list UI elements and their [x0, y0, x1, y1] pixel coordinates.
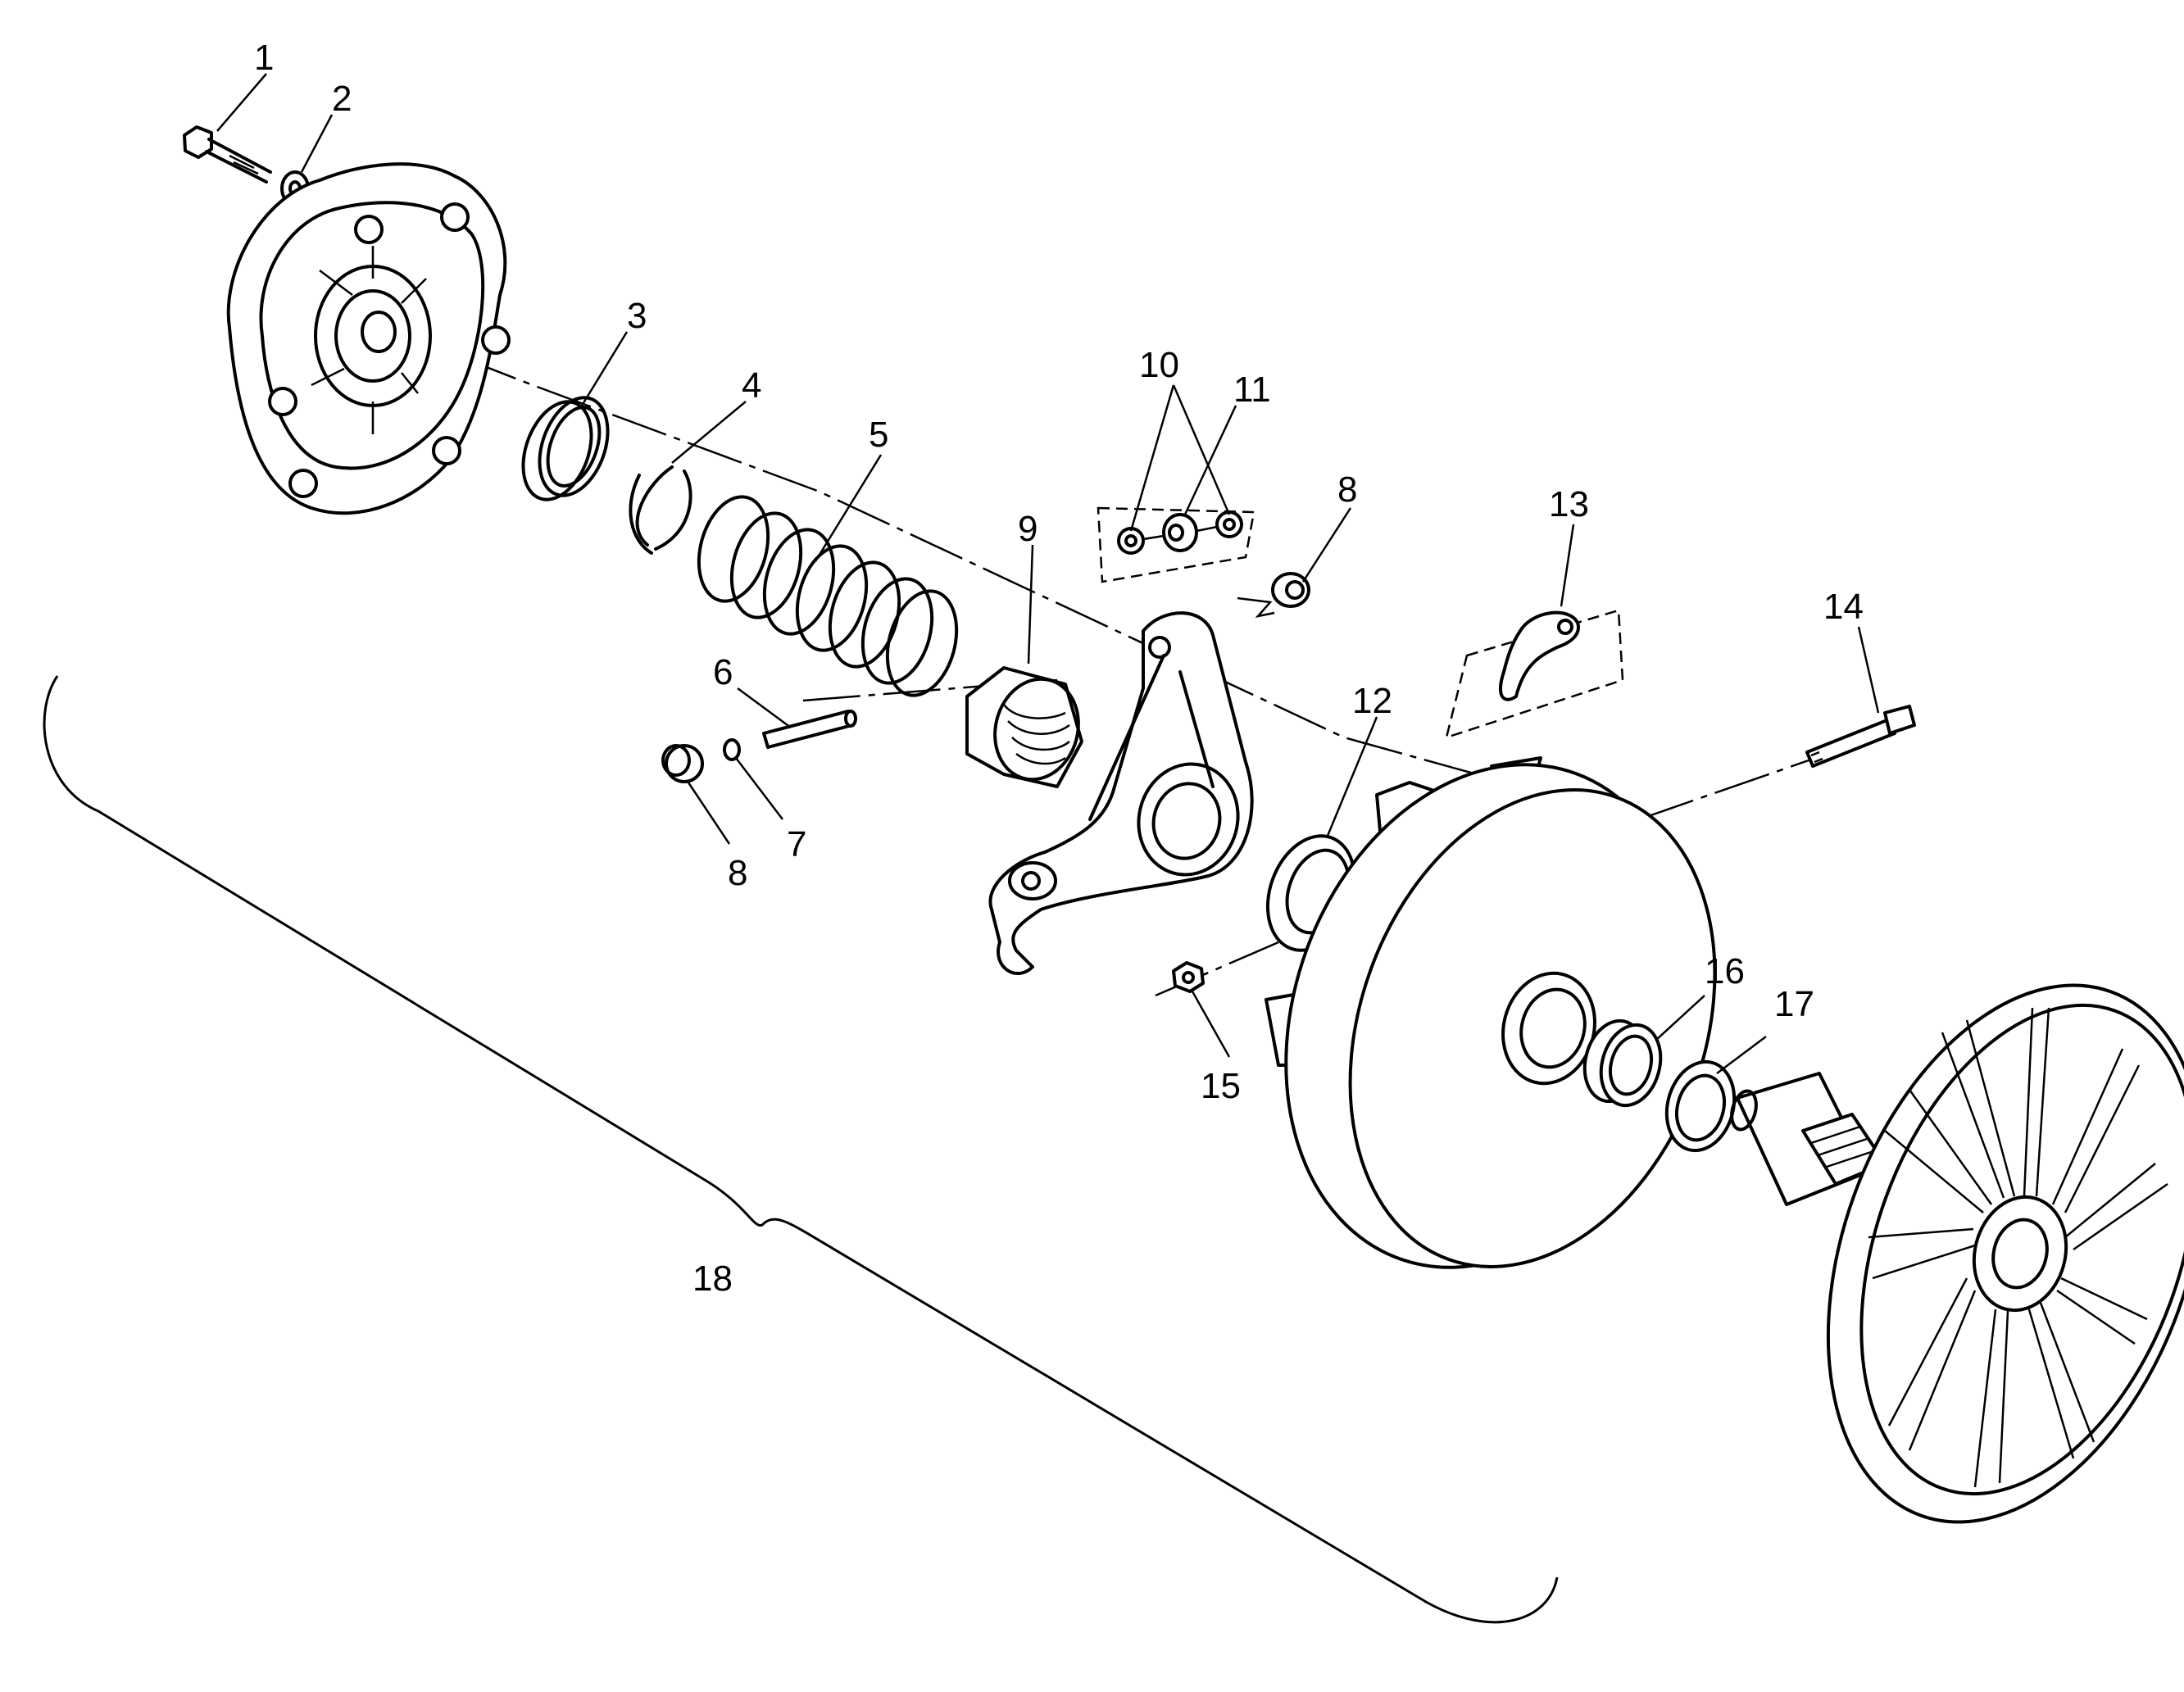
parts-10-11-group	[1097, 506, 1255, 583]
part-14-stud	[1805, 705, 1916, 768]
callout-7: 7	[787, 824, 806, 864]
part-8-roller-left	[661, 744, 704, 783]
callout-11: 11	[1233, 370, 1271, 410]
callout-3: 3	[627, 296, 647, 336]
callout-14: 14	[1823, 587, 1864, 627]
callout-16: 16	[1705, 951, 1745, 991]
leader-lines	[216, 73, 1880, 1074]
spider-arm	[988, 611, 1254, 976]
part-15-nut	[1172, 961, 1205, 993]
stationary-sheave	[1730, 983, 2184, 1524]
part-13-group	[1445, 609, 1624, 739]
fixed-sheave	[1265, 756, 1717, 1269]
callout-12: 12	[1352, 681, 1392, 721]
callout-5: 5	[869, 415, 888, 455]
assembly-bracket	[43, 675, 1559, 1624]
callout-6: 6	[713, 652, 733, 692]
cover-plate	[226, 162, 511, 515]
part-3-bushing	[521, 396, 610, 501]
callout-2: 2	[332, 79, 352, 119]
part-6-pin	[762, 710, 857, 749]
part-7-clip	[723, 738, 741, 761]
callout-18: 18	[692, 1259, 733, 1299]
part-8-roller-right	[1237, 572, 1310, 618]
callout-13: 13	[1549, 484, 1589, 524]
callout-8-left: 8	[728, 853, 747, 893]
callout-4: 4	[742, 365, 761, 406]
part-16-bushing	[1582, 1018, 1663, 1108]
callout-1: 1	[254, 38, 274, 78]
callout-8-right: 8	[1337, 469, 1357, 510]
part-5-spring	[697, 495, 959, 697]
part-4-snap-ring	[629, 465, 692, 555]
callout-9: 9	[1018, 509, 1038, 549]
callout-17: 17	[1774, 984, 1814, 1024]
callout-labels: 1 2 3 4 5 6 7 8 9 10 11 8 12 13 14 15 16…	[254, 38, 1864, 1299]
part-1-bolt	[183, 125, 272, 184]
part-9-cam	[965, 666, 1083, 788]
callout-15: 15	[1201, 1066, 1241, 1106]
callout-10: 10	[1139, 345, 1179, 385]
